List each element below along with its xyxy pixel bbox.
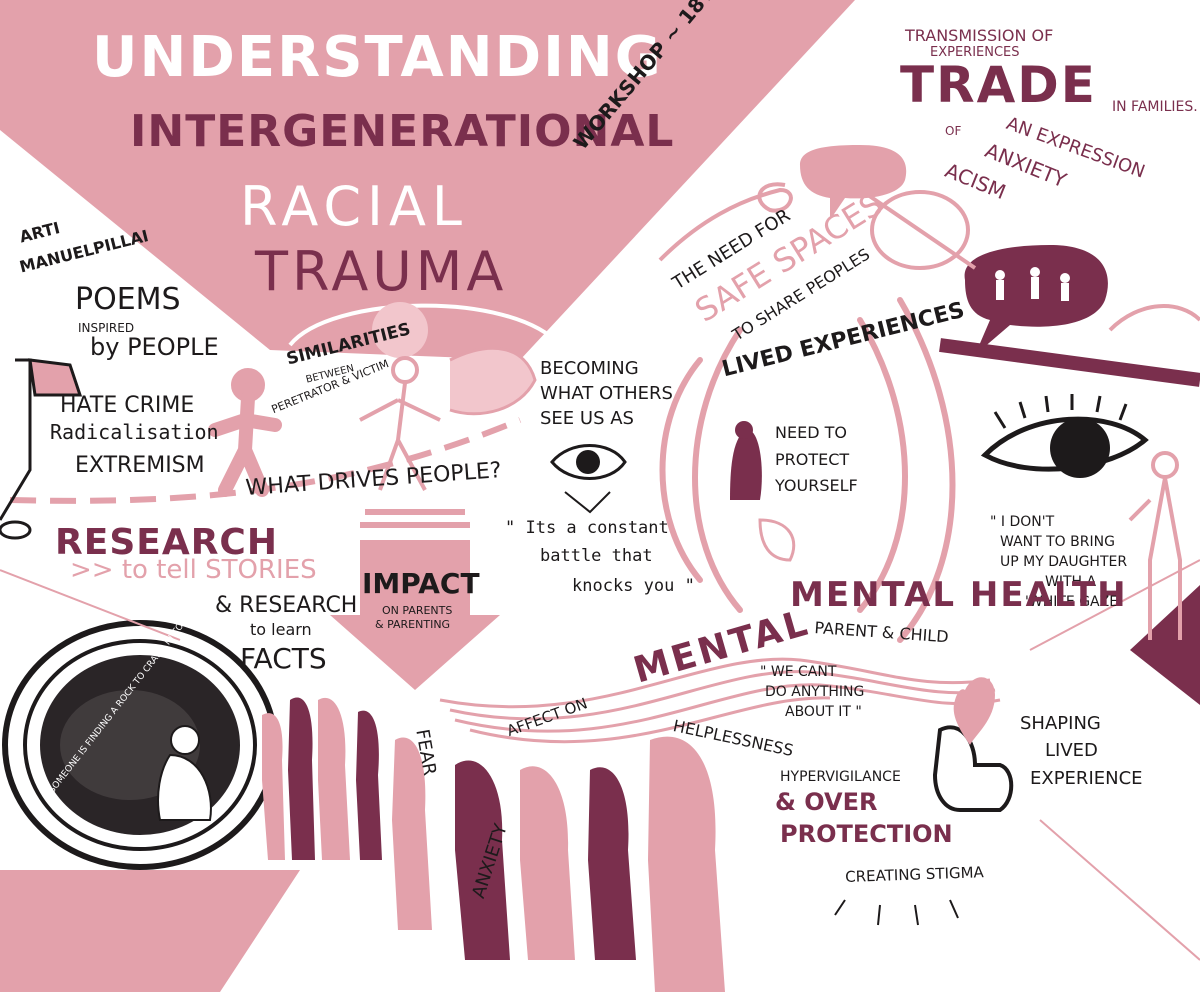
shaping-line-2: LIVED [1045,740,1098,761]
impact-arrow-stripes [360,509,470,528]
white-gaze-line-5: 'WHITE GAZE' [1025,594,1122,610]
eye-icon [550,444,627,480]
poems-title: POEMS [75,282,181,317]
diagonal-line-left [0,569,181,641]
research-to-tell-stories: >> to tell STORIES [70,555,317,585]
title-line-2: INTERGENERATIONAL [130,106,675,157]
research-facts: FACTS [240,642,327,675]
chevron-down-icon [564,491,611,514]
lamp-icon [0,358,83,540]
protect-line-1: NEED TO [775,423,847,442]
bottom-left-pink-shape [0,870,300,992]
poems-inspired: INSPIRED [78,321,135,335]
bubble-figures-icon [995,267,1070,301]
protecting-figure-head [735,421,753,439]
fish-circle [870,190,970,270]
research-title: RESEARCH [55,522,278,563]
trade-experiences: EXPERIENCES [930,45,1020,60]
becoming-line-3: SEE US AS [540,408,634,429]
crowd-figures [262,697,725,992]
impact-sub-2: & PARENTING [375,618,451,631]
flow-lines [439,657,1001,744]
crouching-figure [157,725,212,821]
trade-of: OF [945,124,962,138]
title-eye-arc [288,303,562,347]
poems-by-people: by PEOPLE [90,333,219,361]
standing-figure [1128,451,1182,640]
research-to-learn: to learn [250,620,312,639]
becoming-line-2: WHAT OTHERS [540,383,673,404]
watching-eye-icon [980,394,1149,478]
rock-hole-mid [23,639,257,851]
loop-squiggle [658,182,793,262]
trade-in-families: IN FAMILIES. [1112,99,1198,115]
impact-arrow [330,540,500,690]
constant-battle-line-3: knocks you " [572,576,695,596]
mental-health-top: MENTAL HEALTH [790,575,1128,615]
title-eye-pupil [372,302,428,358]
topic-radicalisation: Radicalisation [50,420,219,444]
handshake-icon [449,346,537,416]
white-gaze-line-1: " I DON'T [990,514,1055,530]
becoming-line-1: BECOMING [540,358,639,379]
cant-do-line-2: DO ANYTHING [765,684,865,700]
cant-do-line-3: ABOUT IT " [785,704,862,720]
white-gaze-line-3: UP MY DAUGHTER [1000,554,1128,570]
over-label: & OVER [775,788,878,816]
white-gaze-line-4: WITH A [1045,574,1097,590]
right-plum-line [939,338,1200,387]
protect-line-3: YOURSELF [775,476,858,495]
impact-sub-1: ON PARENTS [382,604,453,617]
topic-hate-crime: HATE CRIME [60,393,195,418]
dashed-path [9,417,522,504]
fish-circle-strike [866,193,977,270]
title-pink-band [0,0,855,360]
right-loop-squiggle [1108,304,1200,332]
trade-title: TRADE [900,56,1097,114]
title-line-3: RACIAL [240,175,468,238]
trade-transmission: TRANSMISSION OF [905,26,1054,45]
topic-extremism: EXTREMISM [75,453,205,478]
shaping-line-1: SHAPING [1020,713,1101,734]
diagonal-line-right [1029,559,1200,651]
victim-figure [359,356,441,491]
right-plum-wedge [1130,585,1200,705]
white-gaze-line-2: WANT TO BRING [1000,534,1115,550]
protecting-figure [730,429,762,500]
protection-label: PROTECTION [780,820,953,848]
perpetrator-figure [208,368,282,497]
shaping-line-3: EXPERIENCE [1030,768,1143,789]
protecting-hand [758,518,796,562]
diagonal-line-bottom [1039,819,1200,961]
research-and-research: & RESEARCH [215,593,358,618]
speech-bubble-pink [800,145,907,220]
hypervigilance-label: HYPERVIGILANCE [780,769,901,785]
constant-battle-line-1: " Its a constant [505,518,669,538]
heart-shape [953,677,995,745]
sound-waves [659,297,956,643]
title-line-4: TRAUMA [255,240,508,303]
impact-title: IMPACT [362,567,480,600]
protect-line-2: PROTECT [775,450,850,469]
speech-bubble-plum [964,245,1108,355]
title-line-1: UNDERSTANDING [92,25,663,90]
constant-battle-line-2: battle that [540,546,653,566]
stigma-rays [834,899,959,926]
cant-do-line-1: " WE CANT [760,664,837,680]
